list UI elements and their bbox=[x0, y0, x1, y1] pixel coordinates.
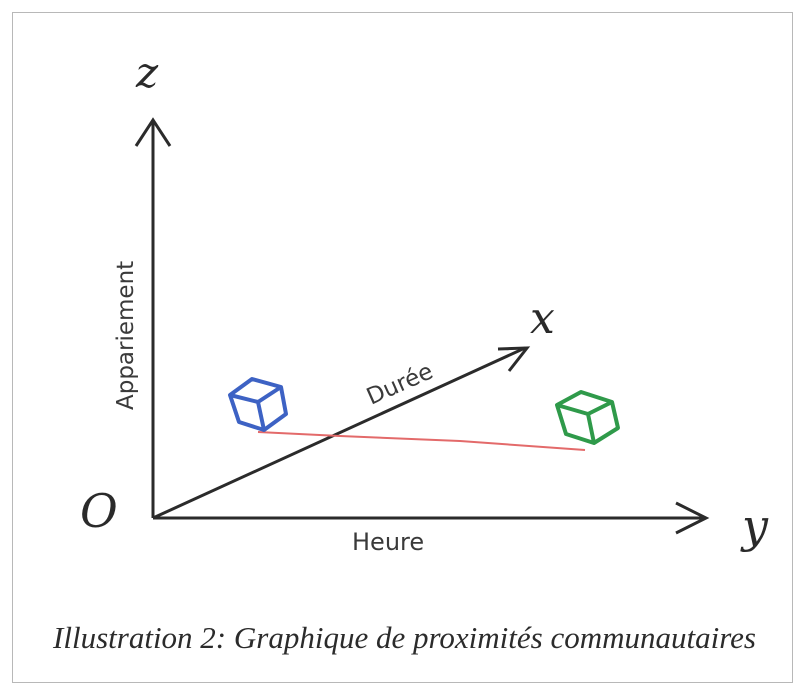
x-axis-arrowhead bbox=[497, 346, 531, 372]
z-axis-name: Appariement bbox=[113, 261, 139, 410]
x-axis bbox=[152, 346, 526, 520]
figure-frame bbox=[12, 12, 793, 683]
x-axis-name: Durée bbox=[363, 358, 437, 410]
z-axis-arrowhead bbox=[134, 117, 172, 147]
z-axis-letter: z bbox=[135, 48, 159, 97]
origin-label: O bbox=[80, 484, 118, 538]
y-axis-name: Heure bbox=[352, 528, 424, 556]
cube-link-line bbox=[257, 431, 586, 451]
x-axis-letter: x bbox=[530, 293, 555, 344]
y-axis-letter: y bbox=[740, 499, 769, 553]
green-cube bbox=[555, 390, 620, 445]
figure-caption: Illustration 2: Graphique de proximités … bbox=[53, 620, 756, 655]
blue-cube bbox=[228, 377, 288, 432]
y-axis-arrowhead bbox=[675, 501, 710, 535]
